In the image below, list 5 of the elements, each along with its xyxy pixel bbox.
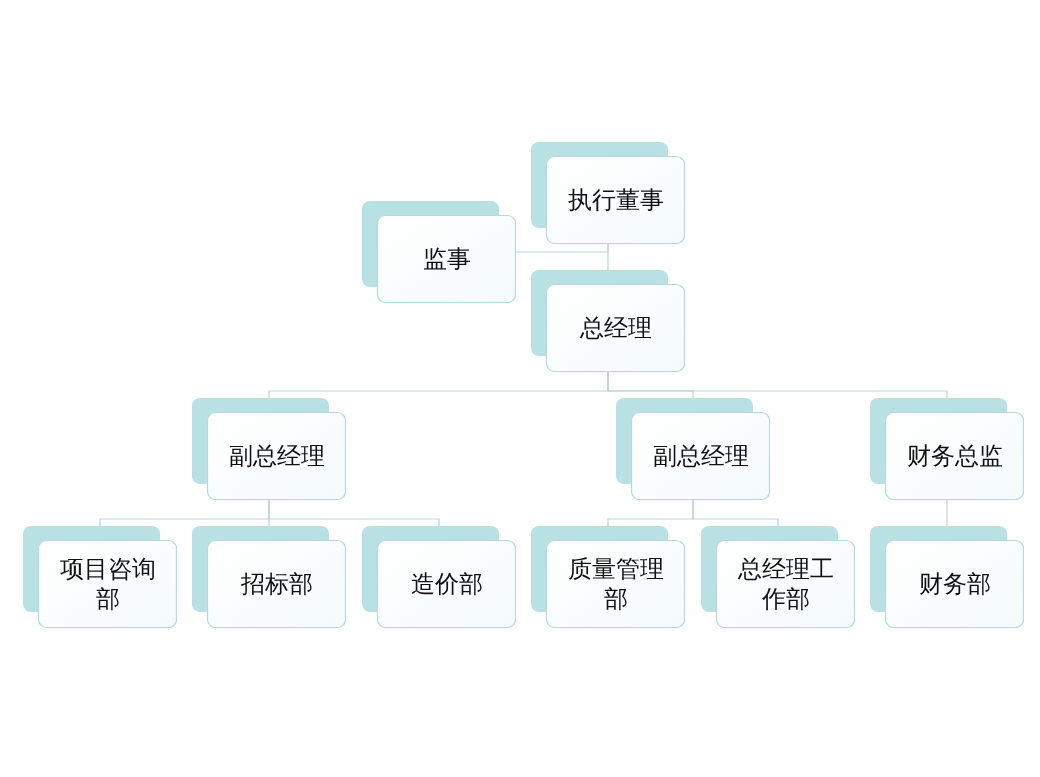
connector-line <box>946 499 948 527</box>
connector-line <box>268 499 440 527</box>
connector-line <box>607 371 948 399</box>
connector-line <box>515 243 609 253</box>
connector-line <box>692 499 779 527</box>
